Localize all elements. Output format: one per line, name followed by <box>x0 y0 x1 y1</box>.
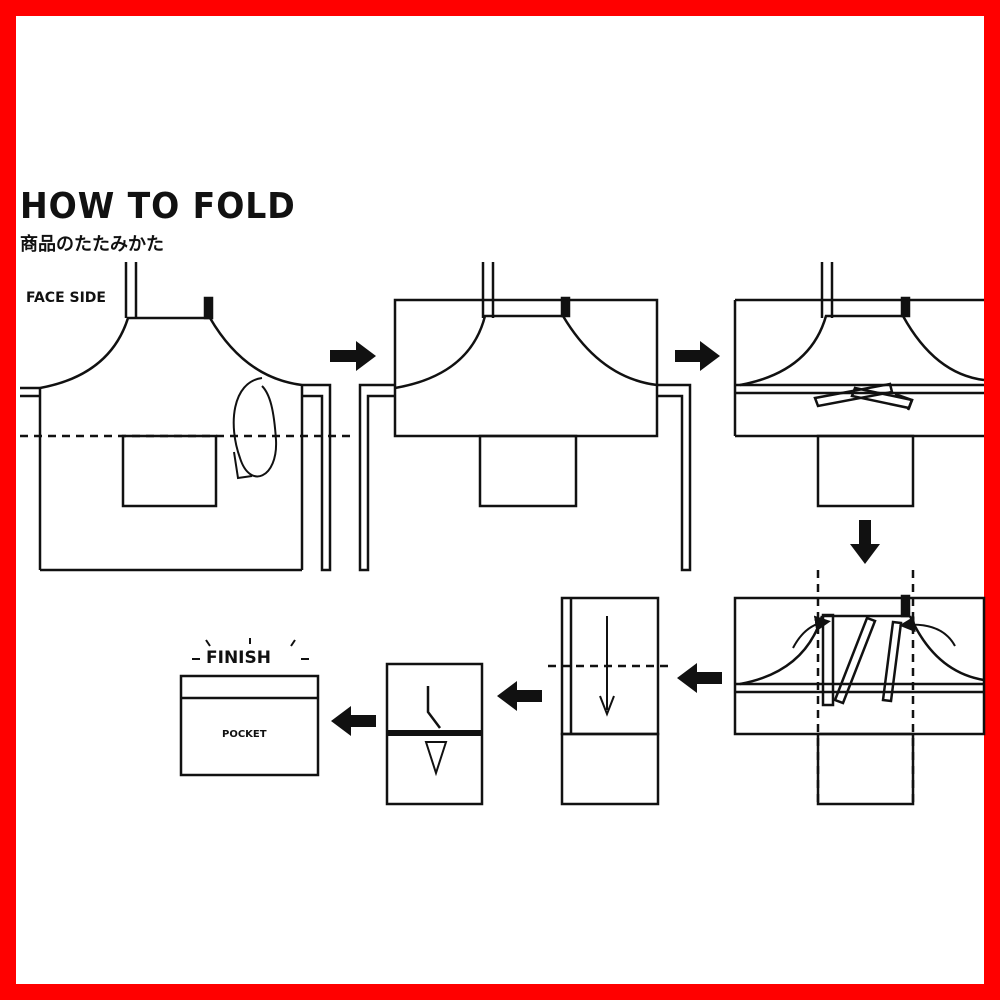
finish-label: FINISH <box>206 648 271 668</box>
arrow-down-1 <box>850 520 880 564</box>
arrow-left-1 <box>677 663 722 693</box>
step-1-apron <box>20 262 352 572</box>
pocket-label: POCKET <box>222 729 267 740</box>
arrow-left-2 <box>497 681 542 711</box>
arrow-right-2 <box>675 341 720 371</box>
step-4-apron <box>733 570 986 806</box>
step-3-apron <box>733 262 985 508</box>
step-2-apron <box>358 262 692 572</box>
face-side-label: FACE SIDE <box>26 290 106 306</box>
page-subtitle: 商品のたたみかた <box>20 234 164 255</box>
finish-burst <box>192 638 309 660</box>
arrow-right-1 <box>330 341 376 371</box>
step-6-apron <box>385 662 484 806</box>
step-arrows <box>330 341 880 736</box>
finish-apron <box>179 674 320 777</box>
step-5-apron <box>548 596 672 806</box>
arrow-left-3 <box>331 706 376 736</box>
page-title: HOW TO FOLD <box>20 186 296 227</box>
